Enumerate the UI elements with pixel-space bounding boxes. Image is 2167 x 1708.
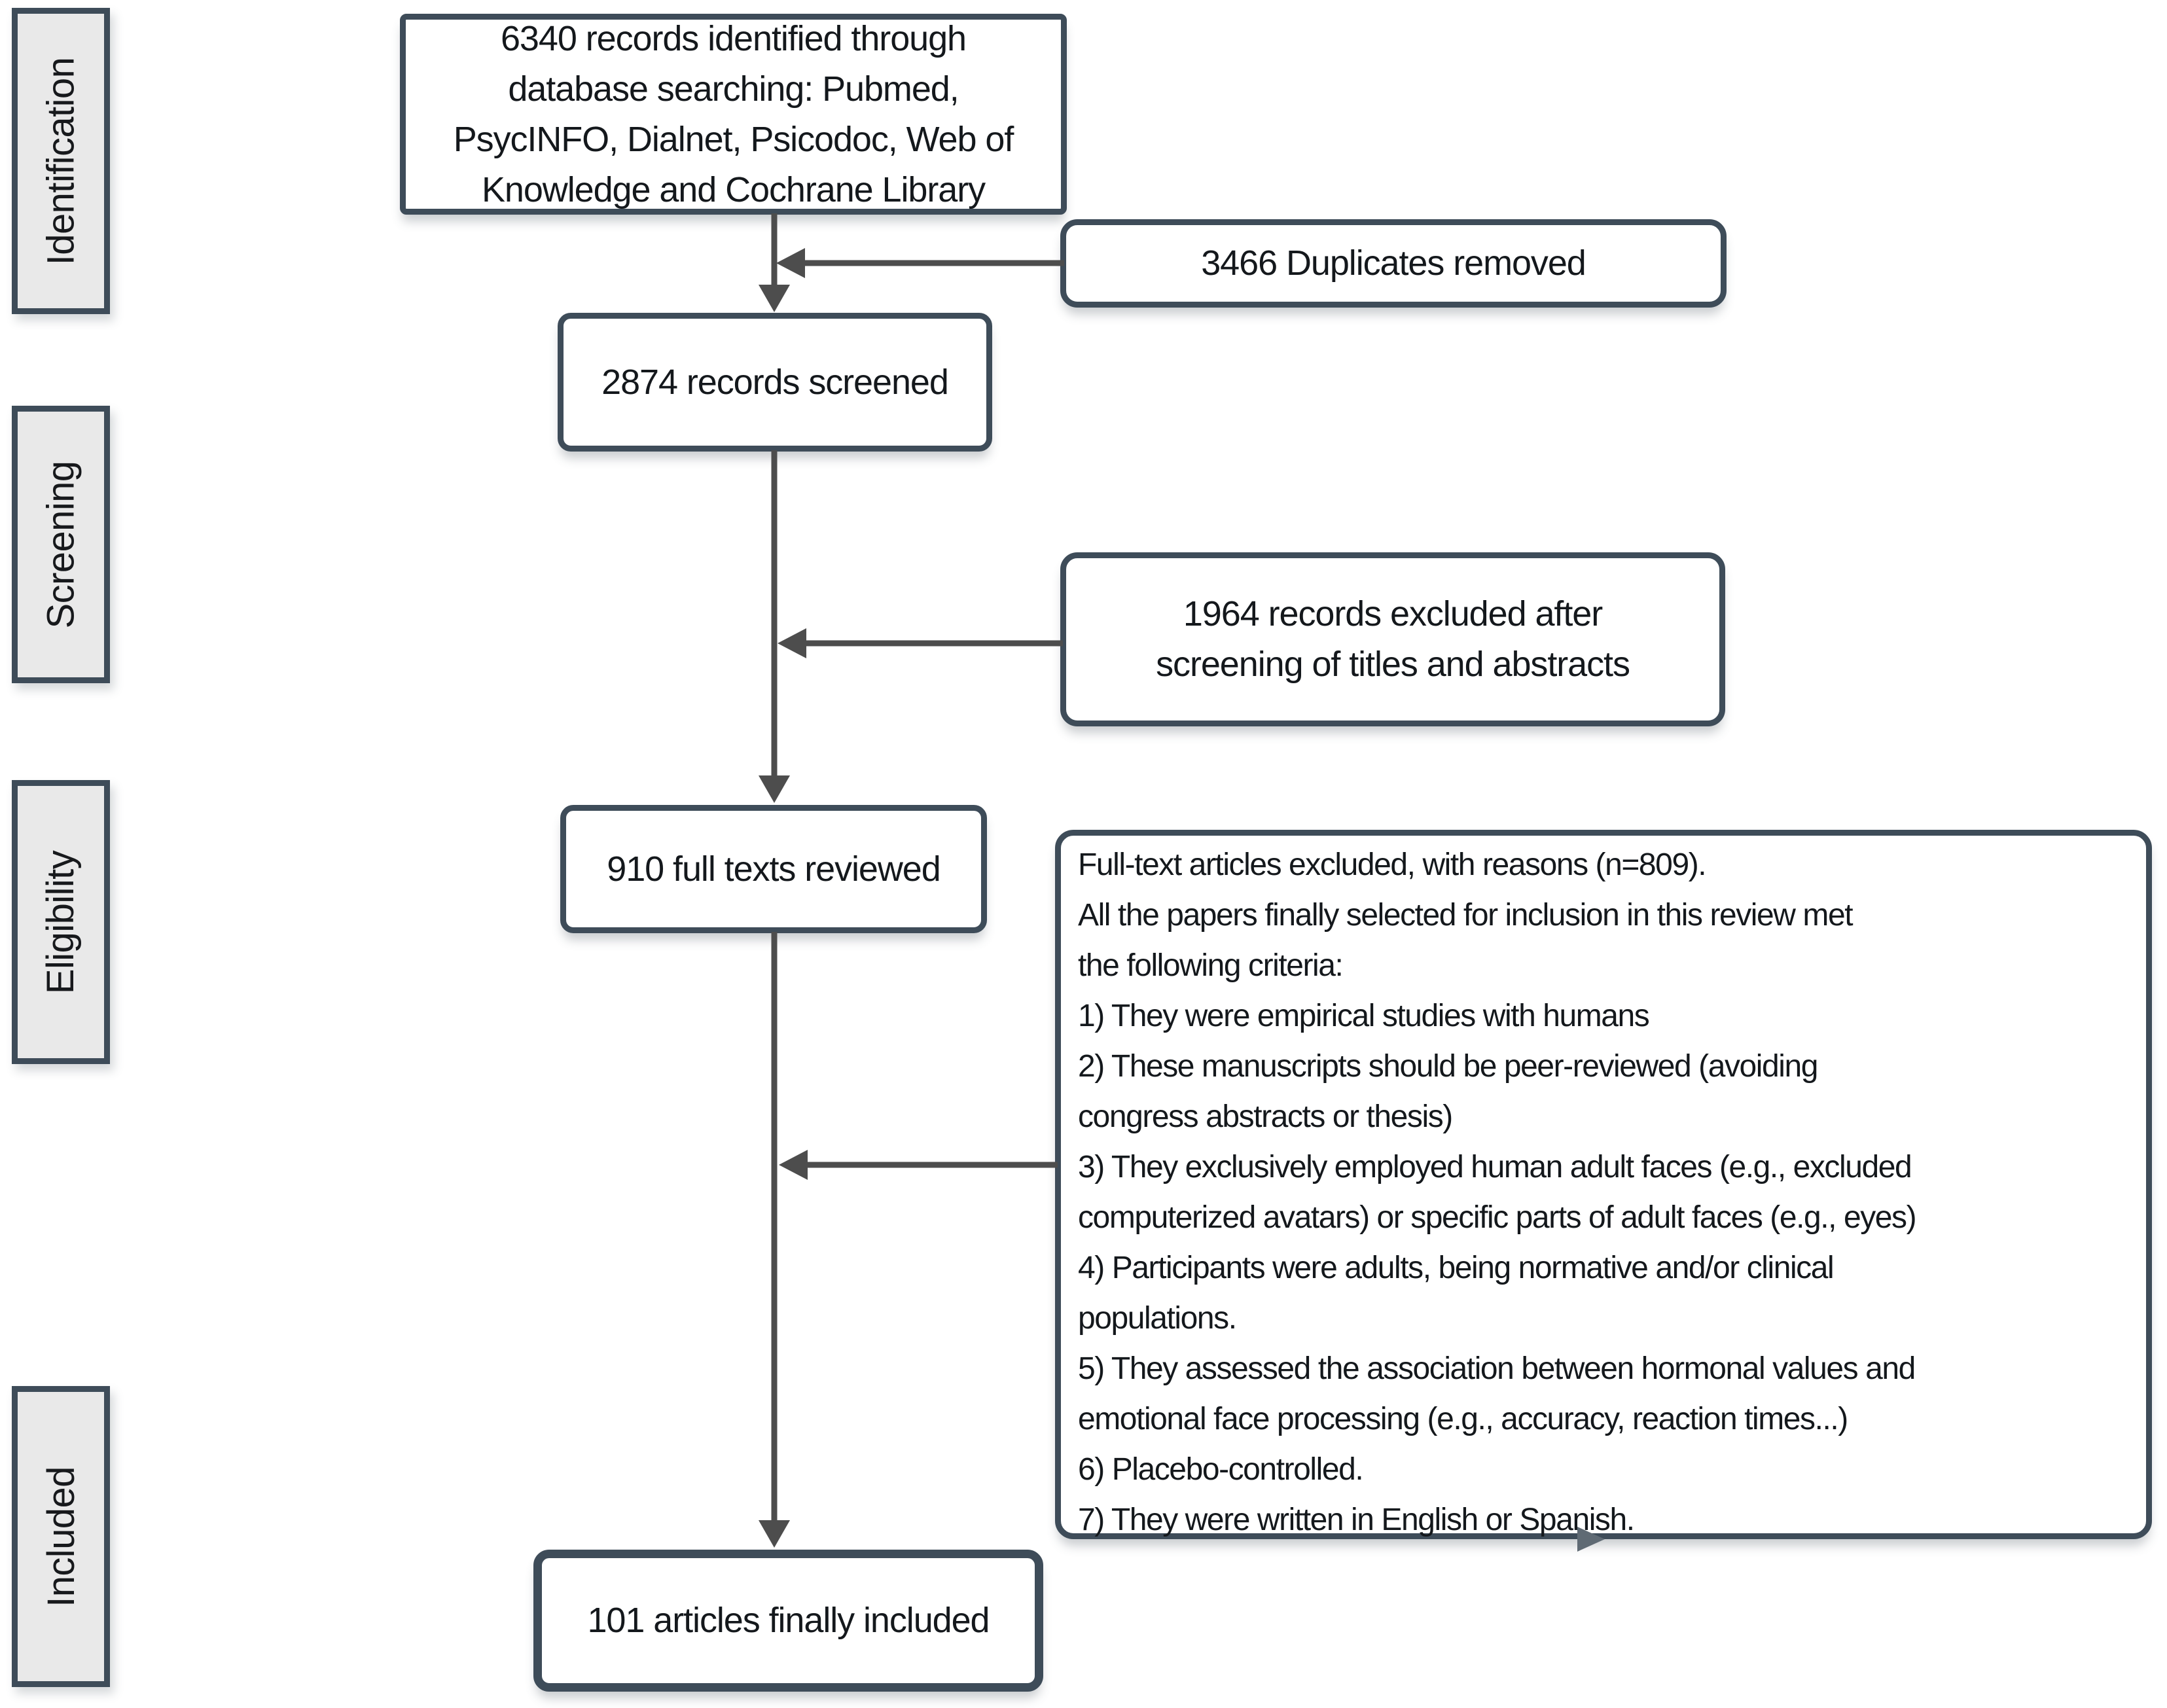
- box-records-screened-text: 2874 records screened: [601, 362, 949, 402]
- box-duplicates-removed: 3466 Duplicates removed: [1060, 219, 1727, 308]
- box-exclusion-criteria: Full-text articles excluded, with reason…: [1055, 830, 2152, 1539]
- stage-identification: Identification: [12, 8, 110, 314]
- box-full-texts-reviewed: 910 full texts reviewed: [560, 805, 987, 933]
- box-records-screened: 2874 records screened: [558, 313, 992, 452]
- stage-eligibility-label: Eligibility: [39, 850, 82, 994]
- stage-identification-label: Identification: [39, 57, 82, 265]
- stage-screening: Screening: [12, 406, 110, 683]
- box-records-excluded-text: 1964 records excluded after screening of…: [1156, 594, 1630, 684]
- stage-included: Included: [12, 1386, 110, 1687]
- arrow-screened-to-reviewed-head: [759, 775, 790, 803]
- box-duplicates-removed-text: 3466 Duplicates removed: [1201, 243, 1586, 283]
- box-articles-included-text: 101 articles finally included: [587, 1601, 990, 1640]
- arrow-reviewed-to-included-head: [759, 1520, 790, 1548]
- stage-screening-label: Screening: [39, 461, 82, 628]
- arrow-criteria-to-flow-head: [779, 1150, 808, 1180]
- stage-eligibility: Eligibility: [12, 780, 110, 1064]
- stage-included-label: Included: [39, 1466, 82, 1607]
- arrow-identified-to-screened-head: [759, 285, 790, 312]
- box-records-identified: 6340 records identified through database…: [400, 14, 1067, 215]
- box-articles-included: 101 articles finally included: [533, 1550, 1043, 1692]
- box-exclusion-criteria-text: Full-text articles excluded, with reason…: [1078, 847, 1917, 1537]
- arrow-excluded-to-flow-head: [778, 628, 806, 658]
- box-records-excluded: 1964 records excluded after screening of…: [1060, 552, 1725, 726]
- box-full-texts-reviewed-text: 910 full texts reviewed: [607, 849, 941, 889]
- arrow-duplicates-to-flow-head: [776, 248, 805, 278]
- box-records-identified-text: 6340 records identified through database…: [453, 18, 1014, 209]
